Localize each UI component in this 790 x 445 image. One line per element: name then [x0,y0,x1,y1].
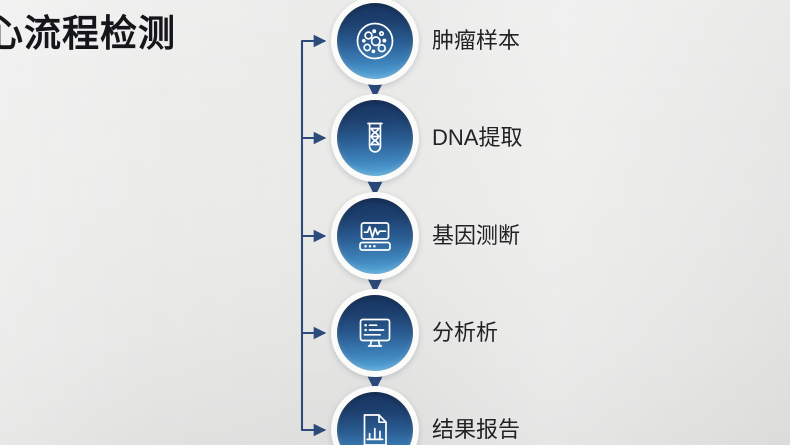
monitor-analysis-icon [352,310,398,356]
node-disc [337,392,413,445]
petri-dish-cells-icon [352,18,398,64]
flow-node-1[interactable] [331,0,419,85]
flow-label-5: 结果报告 [432,417,521,442]
flow-label-4: 分析析 [432,320,499,345]
node-disc [337,198,413,274]
report-bar-chart-icon [352,407,398,445]
sequencer-waveform-icon [352,213,398,259]
flow-node-3[interactable] [331,192,419,280]
flow-label-3: 基因测断 [432,223,521,248]
node-disc [337,295,413,371]
flow-label-2: DNA提取 [432,125,523,150]
flow-node-2[interactable] [331,94,419,182]
flow-node-4[interactable] [331,289,419,377]
node-disc [337,100,413,176]
flow-node-5[interactable] [331,386,419,445]
flow-label-1: 肿瘤样本 [432,28,521,53]
flow-branches [302,34,327,437]
page-title: 心流程检测 [0,13,176,54]
test-tube-dna-icon [352,115,398,161]
node-disc [337,3,413,79]
